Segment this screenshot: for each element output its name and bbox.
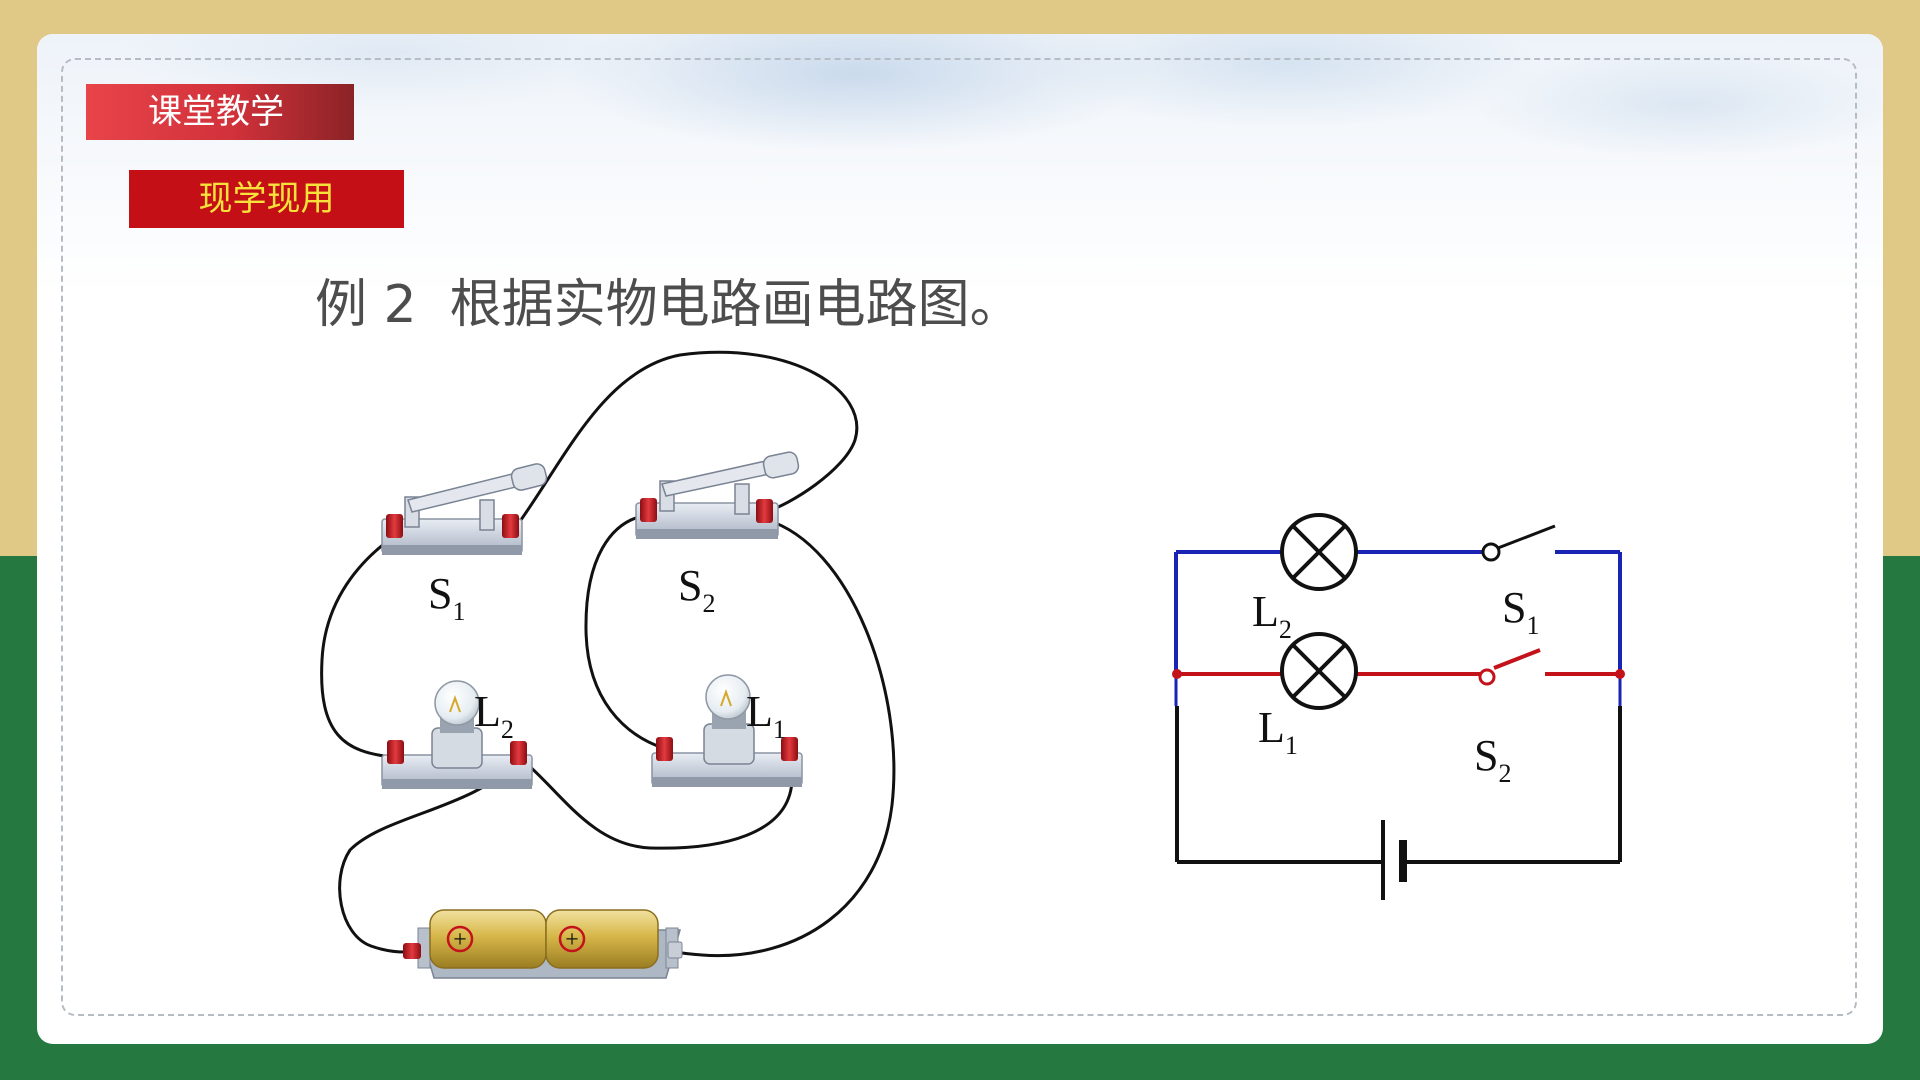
sub-tag: 现学现用 xyxy=(129,170,404,228)
question-text: 例 2 根据实物电路画电路图。 xyxy=(315,275,1022,335)
physical-switch-s2 xyxy=(635,451,800,539)
schematic-switch-s2 xyxy=(1478,668,1496,686)
wire-s2-to-battery xyxy=(667,518,896,958)
physical-lamp-l2 xyxy=(381,680,533,789)
schematic-lamp-l2 xyxy=(1280,513,1358,591)
label-s1: S1 xyxy=(428,569,465,626)
schematic-bottom-branch xyxy=(1176,648,1620,676)
physical-wires xyxy=(320,350,896,958)
label-l2: L2 xyxy=(474,687,514,744)
schematic-label-s1: S1 xyxy=(1502,583,1539,640)
schematic-label-s2: S2 xyxy=(1474,731,1511,788)
physical-lamp-l1 xyxy=(651,674,803,787)
wire-s1-to-l2 xyxy=(320,533,398,759)
schematic-battery xyxy=(1381,820,1407,900)
physical-switch-s1 xyxy=(381,463,548,555)
dashed-frame xyxy=(61,58,1857,1016)
battery-plus-2: + xyxy=(565,927,579,953)
label-s2: S2 xyxy=(678,561,715,618)
wire-s2-to-s1 xyxy=(508,350,859,537)
schematic-main-loop xyxy=(1175,706,1622,864)
wire-l2-to-battery xyxy=(338,758,522,954)
junction-left xyxy=(1172,669,1182,679)
battery-plus-1: + xyxy=(453,927,467,953)
schematic-lamp-l1 xyxy=(1280,632,1358,710)
schematic-label-l1: L1 xyxy=(1258,703,1298,760)
wire-s2-to-l1 xyxy=(584,513,665,750)
section-tag: 课堂教学 xyxy=(86,84,354,140)
wire-l2-to-l1 xyxy=(517,755,794,850)
label-l1: L1 xyxy=(746,687,786,744)
schematic-switch-s1 xyxy=(1481,524,1556,562)
sky-header-decoration xyxy=(37,34,1883,294)
schematic-diagram: L2 S1 L1 S2 xyxy=(1172,513,1625,900)
physical-battery: + + xyxy=(403,909,683,979)
junction-right xyxy=(1615,669,1625,679)
schematic-top-branch xyxy=(1174,550,1622,706)
schematic-label-l2: L2 xyxy=(1252,587,1292,644)
